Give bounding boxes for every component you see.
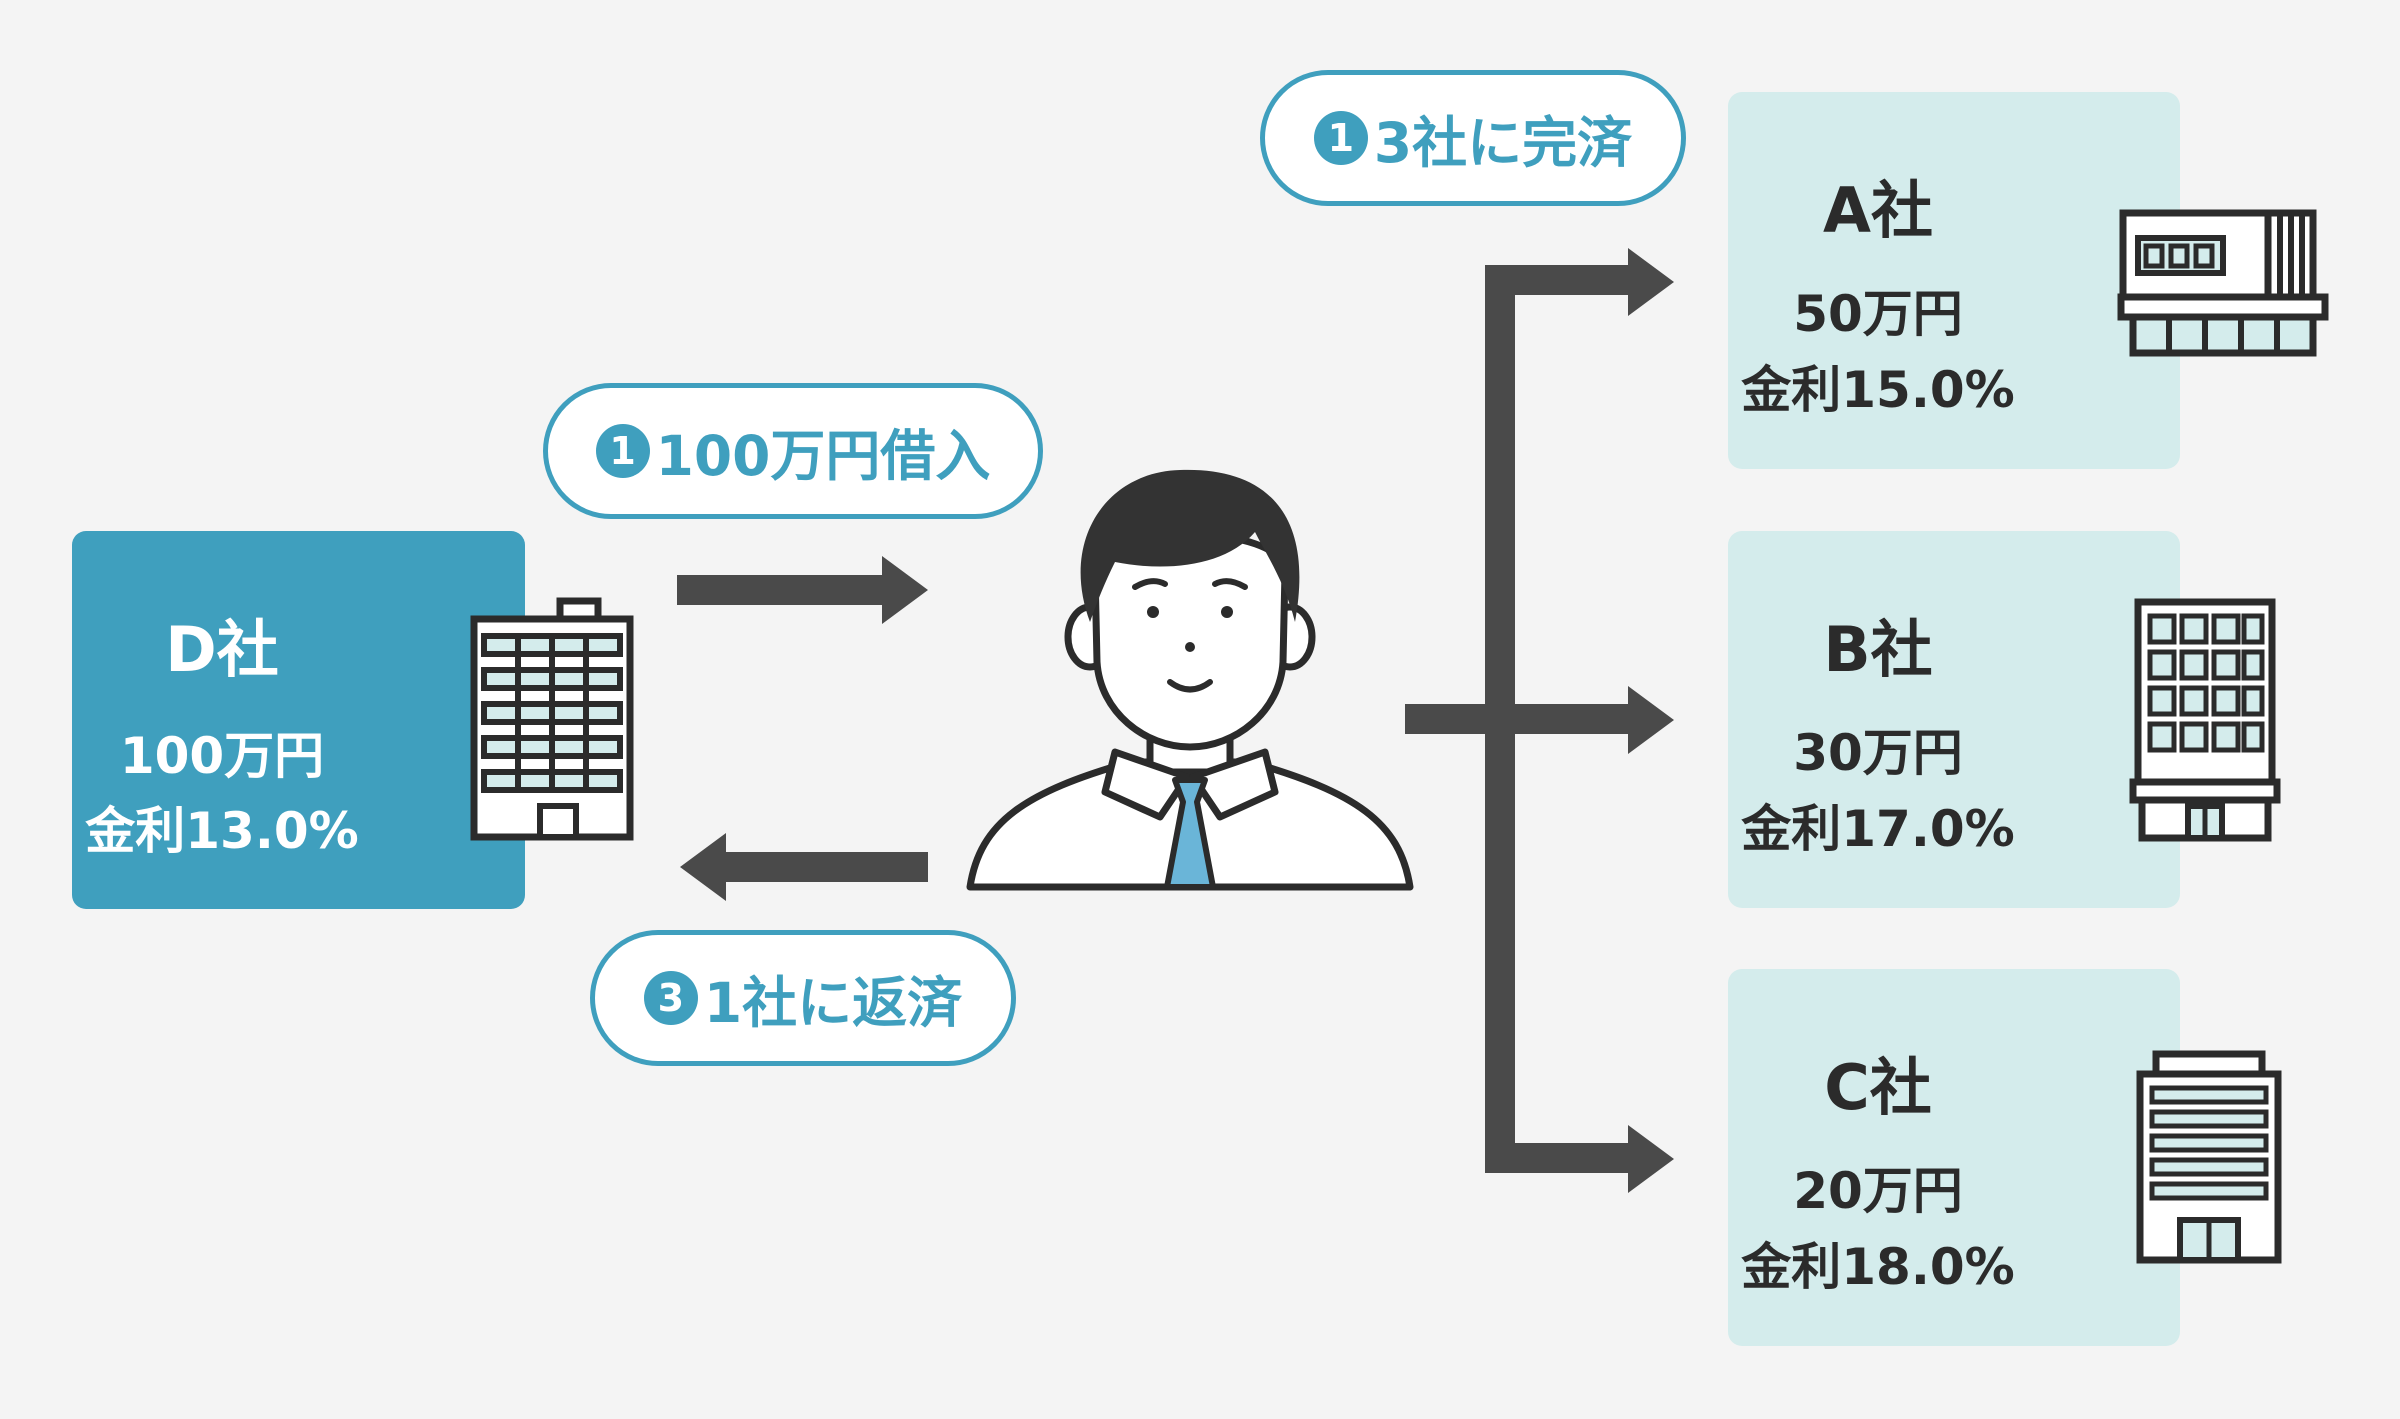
store-building-icon xyxy=(2117,209,2329,357)
businessman-icon xyxy=(966,469,1414,891)
company-a-rate: 金利15.0% xyxy=(1741,361,2015,419)
company-b-name: B社 xyxy=(1823,613,1933,686)
step3-repay-one-label: 3 1社に返済 xyxy=(590,930,1016,1066)
company-c-amount: 20万円 xyxy=(1793,1162,1963,1220)
branch-arrows xyxy=(1405,248,1674,1193)
step3-number: 3 xyxy=(643,971,698,1025)
company-c-box: C社 20万円 金利18.0% xyxy=(1728,969,2180,1346)
step1-number: 1 xyxy=(595,424,650,478)
company-a-amount: 50万円 xyxy=(1793,285,1963,343)
company-b-amount: 30万円 xyxy=(1793,724,1963,782)
step1-borrow-label: 1 100万円借入 xyxy=(543,383,1043,519)
company-a-box: A社 50万円 金利15.0% xyxy=(1728,92,2180,469)
company-d-box: D社 100万円 金利13.0% xyxy=(72,531,525,909)
office-building-icon xyxy=(470,597,634,841)
company-b-rate: 金利17.0% xyxy=(1741,800,2015,858)
company-c-rate: 金利18.0% xyxy=(1741,1238,2015,1296)
company-c-name: C社 xyxy=(1824,1051,1932,1124)
repay-arrow xyxy=(680,833,928,901)
company-d-amount: 100万円 xyxy=(119,727,325,785)
company-a-name: A社 xyxy=(1823,174,1933,247)
step1-text: 100万円借入 xyxy=(655,424,991,488)
step2-number: 1 xyxy=(1313,111,1368,165)
step2-repay-three-label: 1 3社に完済 xyxy=(1260,70,1686,206)
step2-text: 3社に完済 xyxy=(1373,111,1633,175)
corporate-building-icon xyxy=(2136,1050,2282,1264)
borrow-arrow xyxy=(677,556,928,624)
company-b-box: B社 30万円 金利17.0% xyxy=(1728,531,2180,908)
step3-text: 1社に返済 xyxy=(703,971,963,1035)
company-d-rate: 金利13.0% xyxy=(85,802,359,860)
tower-building-icon xyxy=(2129,598,2281,842)
company-d-name: D社 xyxy=(165,613,279,686)
